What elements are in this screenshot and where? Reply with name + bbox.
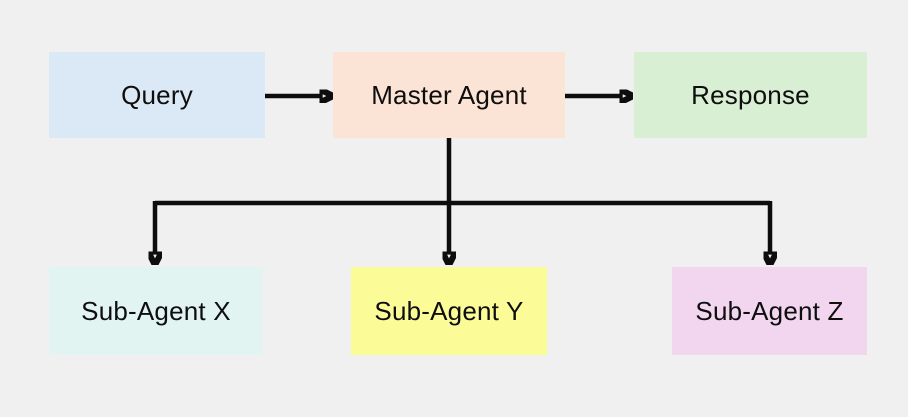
- node-sub-agent-x-label: Sub-Agent X: [81, 295, 231, 326]
- node-response: Response: [634, 52, 867, 138]
- node-sub-agent-z-label: Sub-Agent Z: [695, 295, 844, 326]
- node-master-agent: Master Agent: [333, 52, 565, 138]
- node-sub-agent-x: Sub-Agent X: [49, 267, 263, 355]
- node-sub-agent-z: Sub-Agent Z: [672, 267, 867, 355]
- node-sub-agent-y-label: Sub-Agent Y: [374, 295, 524, 326]
- node-response-label: Response: [691, 79, 810, 110]
- node-query-label: Query: [121, 79, 193, 110]
- node-query: Query: [49, 52, 265, 138]
- node-sub-agent-y: Sub-Agent Y: [351, 267, 547, 355]
- node-master-agent-label: Master Agent: [371, 79, 527, 110]
